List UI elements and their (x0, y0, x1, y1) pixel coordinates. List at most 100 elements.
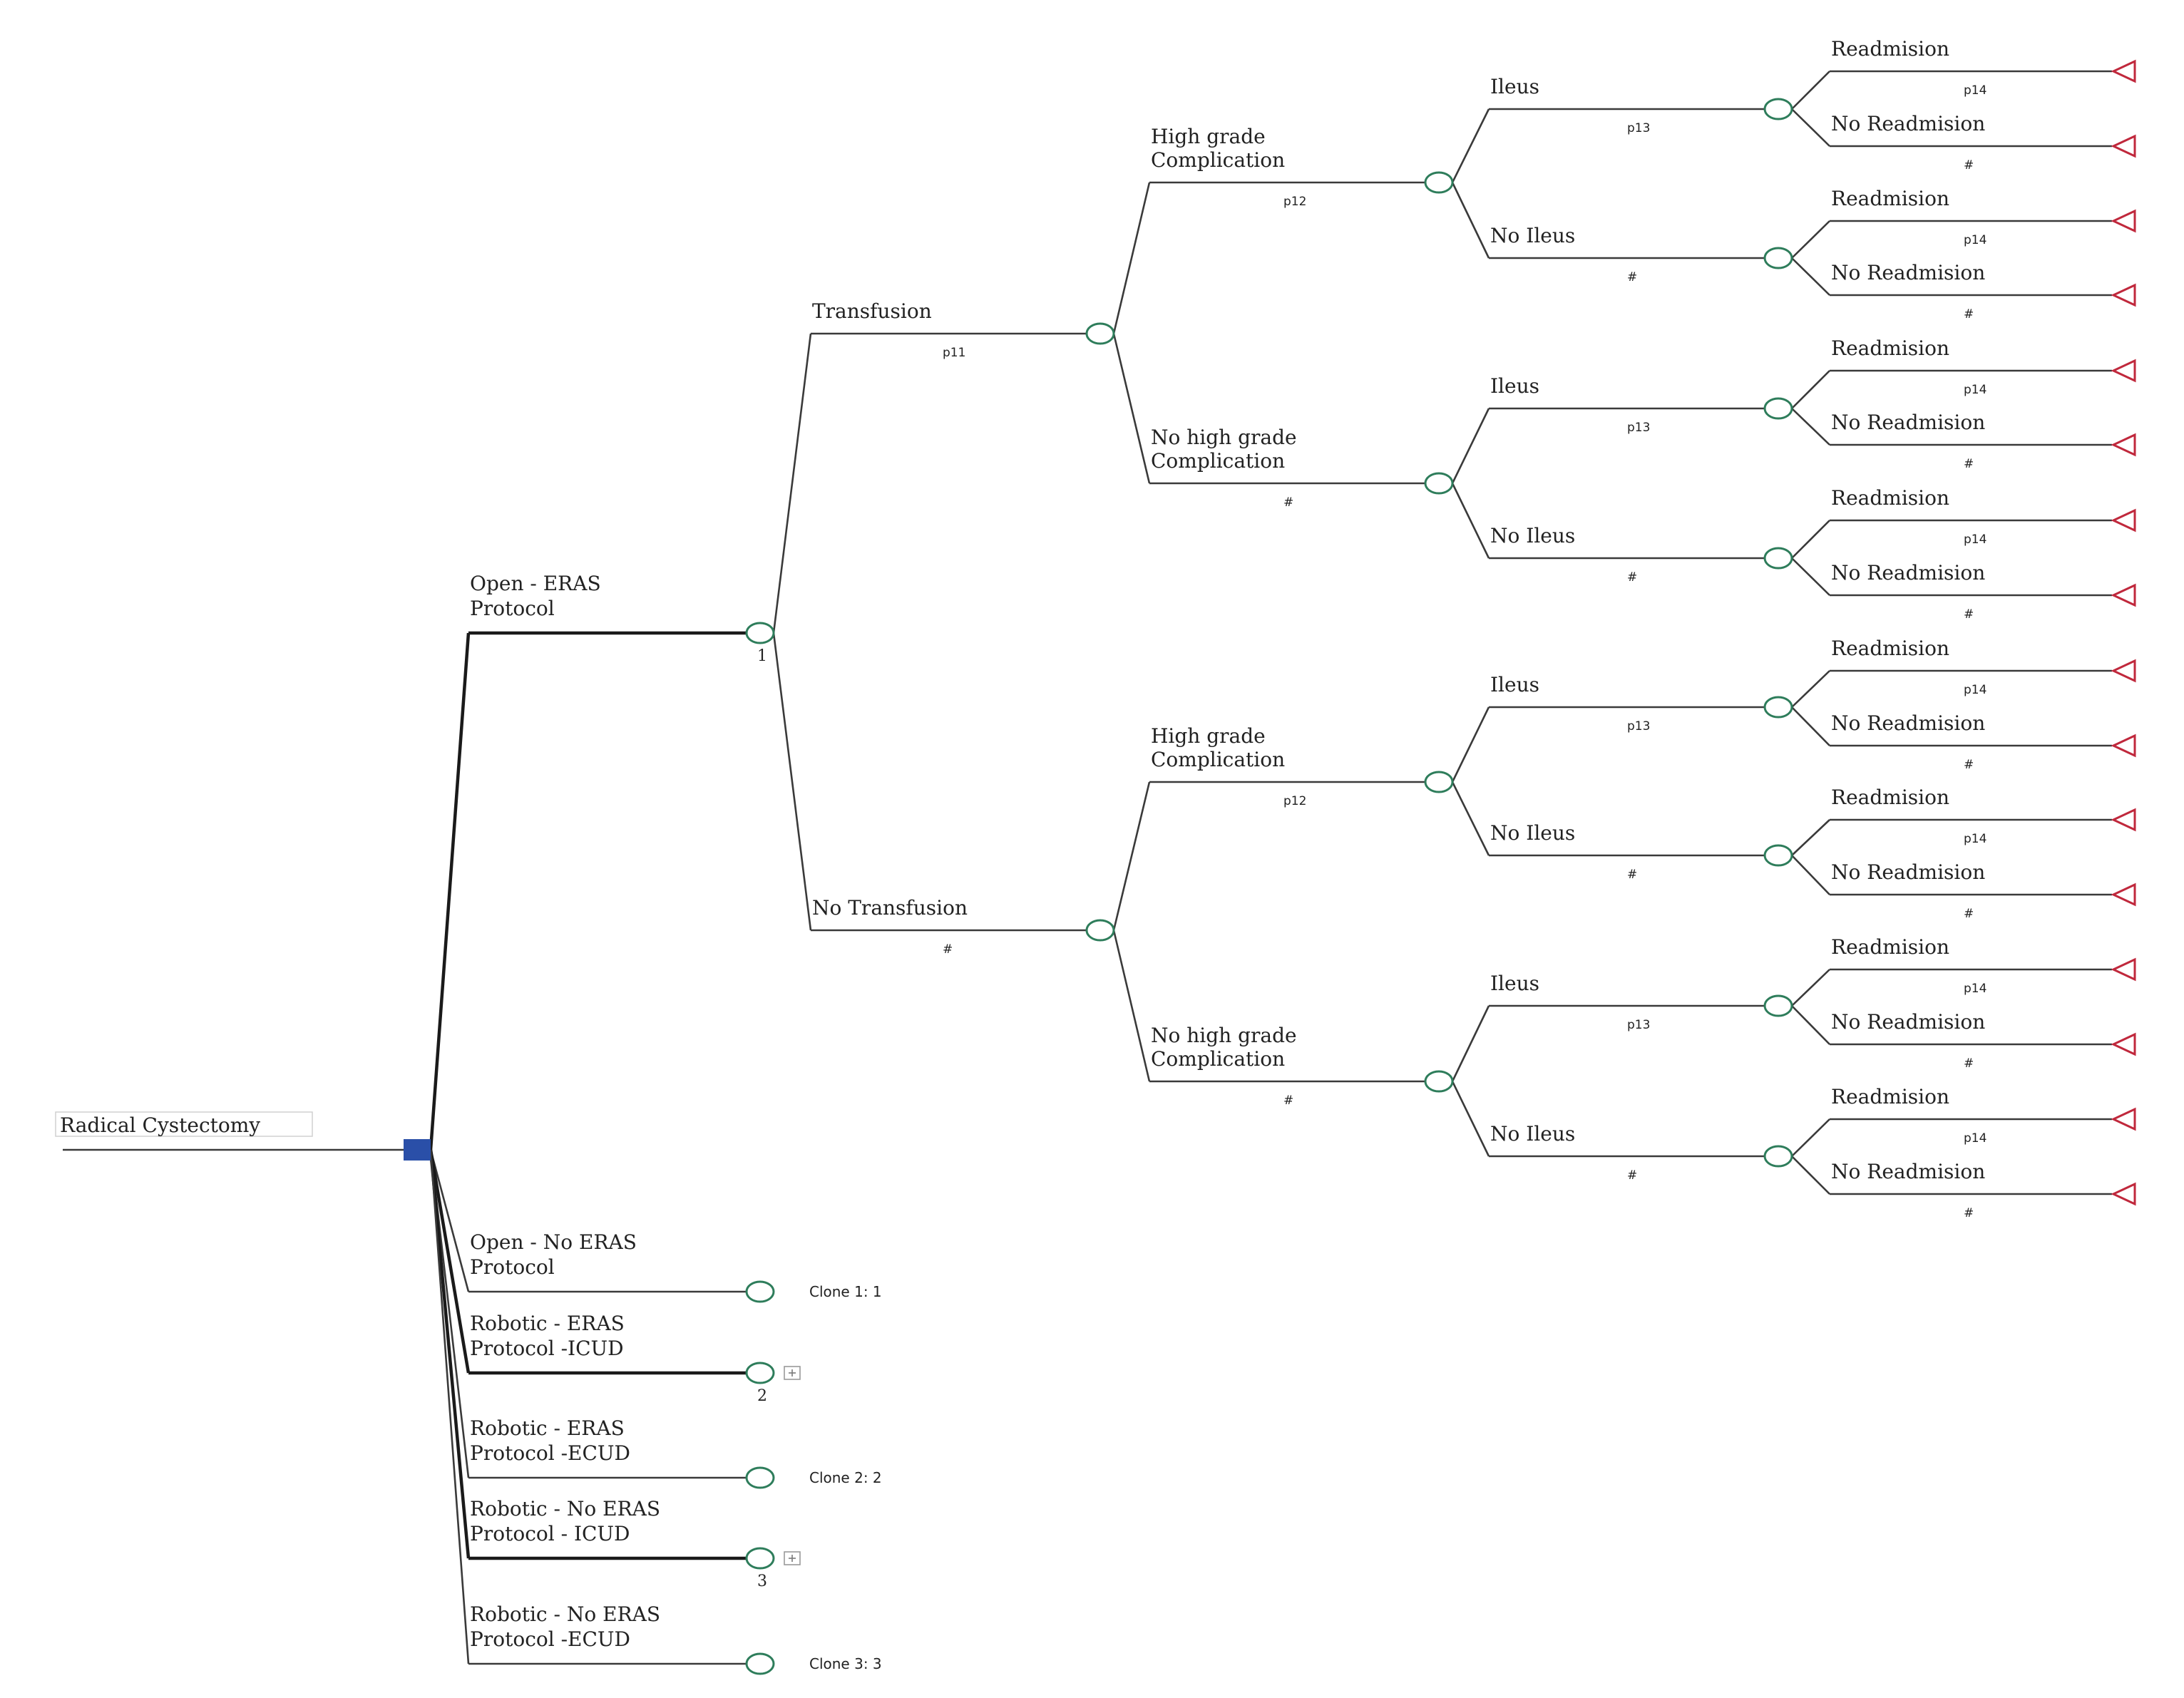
l4-label-1101: No Readmision (1831, 1010, 1985, 1034)
terminal-node-0000[interactable] (2111, 59, 2136, 83)
l3-chance-node-011[interactable] (1763, 547, 1793, 570)
l4-label-0011: No Readmision (1831, 261, 1985, 284)
strategy-label-4-line1: Robotic - ERAS (470, 1416, 625, 1440)
terminal-node-1001[interactable] (2111, 734, 2136, 758)
tree-nodes (404, 59, 2136, 1675)
l4-branch-0011-diagonal (1791, 257, 1830, 296)
l3-label-000: Ileus (1490, 75, 1539, 98)
l1-chance-node-1[interactable] (1085, 919, 1115, 942)
terminal-node-0111[interactable] (2111, 583, 2136, 607)
l4-label-1100: Readmision (1831, 935, 1949, 959)
l2-chance-node-00[interactable] (1424, 171, 1454, 194)
strategy-chance-node-1[interactable] (745, 622, 775, 644)
l3-prob-101: # (1627, 868, 1637, 882)
terminal-node-0101[interactable] (2111, 433, 2136, 457)
strategy-branch-6-diagonal (429, 1149, 470, 1664)
l3-prob-100: p13 (1627, 719, 1650, 734)
l3-branch-011-diagonal (1451, 483, 1490, 559)
l2-prob-10: p12 (1283, 794, 1306, 808)
root-label: Radical Cystectomy (60, 1113, 260, 1137)
l4-branch-1010-diagonal (1791, 819, 1830, 856)
l2-prob-00: p12 (1283, 195, 1306, 209)
l1-label-1: No Transfusion (812, 896, 968, 920)
l3-chance-node-000[interactable] (1763, 98, 1793, 120)
l3-branch-111-diagonal (1451, 1081, 1490, 1157)
l3-chance-node-111[interactable] (1763, 1145, 1793, 1168)
l2-label-10-line2: Complication (1151, 748, 1285, 771)
l3-branch-000-diagonal (1451, 108, 1490, 183)
terminal-node-1110[interactable] (2111, 1107, 2136, 1131)
strategy-label-1-line2: Protocol (470, 597, 555, 620)
terminal-node-0011[interactable] (2111, 283, 2136, 307)
l3-chance-node-100[interactable] (1763, 696, 1793, 719)
l4-prob-0010: p14 (1964, 233, 1986, 247)
l2-chance-node-01[interactable] (1424, 472, 1454, 495)
strategy-chance-node-4[interactable] (745, 1466, 775, 1489)
l2-label-11-line2: Complication (1151, 1047, 1285, 1071)
l4-label-1000: Readmision (1831, 637, 1949, 660)
strategy-label-1-line1: Open - ERAS (470, 572, 601, 595)
terminal-node-1011[interactable] (2111, 883, 2136, 907)
strategy-chance-node-6[interactable] (745, 1652, 775, 1675)
terminal-node-1010[interactable] (2111, 808, 2136, 832)
l4-branch-1001-diagonal (1791, 706, 1830, 746)
terminal-node-0010[interactable] (2111, 209, 2136, 233)
root-label-box[interactable] (55, 1111, 313, 1137)
decision-node[interactable] (404, 1139, 431, 1161)
l4-label-1111: No Readmision (1831, 1160, 1985, 1183)
l3-branch-001-diagonal (1451, 182, 1490, 259)
l1-branch-1-diagonal (772, 632, 812, 931)
terminal-node-1000[interactable] (2111, 659, 2136, 683)
l4-label-0100: Readmision (1831, 336, 1949, 360)
l2-chance-node-11[interactable] (1424, 1070, 1454, 1093)
terminal-node-1101[interactable] (2111, 1032, 2136, 1056)
strategy-chance-node-2[interactable] (745, 1280, 775, 1303)
l3-chance-node-001[interactable] (1763, 247, 1793, 269)
l3-chance-node-110[interactable] (1763, 994, 1793, 1017)
terminal-node-1111[interactable] (2111, 1182, 2136, 1206)
strategy-chance-node-5[interactable] (745, 1547, 775, 1570)
l3-label-101: No Ileus (1490, 821, 1575, 845)
l2-chance-node-10[interactable] (1424, 771, 1454, 793)
l4-prob-1000: p14 (1964, 683, 1986, 697)
l4-label-0001: No Readmision (1831, 112, 1985, 135)
strategy-branch-5-diagonal (429, 1149, 471, 1559)
l2-label-00-line1: High grade (1151, 125, 1266, 148)
l4-branch-0111-diagonal (1791, 557, 1830, 596)
l3-chance-node-101[interactable] (1763, 844, 1793, 867)
l3-prob-000: p13 (1627, 121, 1650, 135)
l3-chance-node-010[interactable] (1763, 397, 1793, 420)
l3-branch-100-diagonal (1451, 706, 1490, 783)
l2-branch-00-diagonal (1112, 182, 1151, 334)
l3-label-011: No Ileus (1490, 524, 1575, 547)
terminal-node-0001[interactable] (2111, 134, 2136, 158)
l4-branch-0010-diagonal (1791, 220, 1830, 259)
l2-branch-01-diagonal (1112, 333, 1151, 484)
l2-branch-10-diagonal (1112, 781, 1151, 931)
l3-branch-101-diagonal (1451, 781, 1490, 856)
terminal-node-0110[interactable] (2111, 508, 2136, 532)
tree-edges (55, 70, 2112, 1665)
strategy-label-4-line2: Protocol -ECUD (470, 1441, 630, 1465)
l2-label-01-line1: No high grade (1151, 426, 1297, 449)
l4-prob-1101: # (1964, 1056, 1974, 1071)
terminal-node-1100[interactable] (2111, 957, 2136, 982)
l4-prob-0001: # (1964, 158, 1974, 173)
strategy-branch-2-diagonal (429, 1149, 470, 1292)
terminal-node-0100[interactable] (2111, 359, 2136, 383)
strategy-label-5-line2: Protocol - ICUD (470, 1522, 630, 1545)
l4-branch-1011-diagonal (1791, 855, 1830, 895)
strategy-number-3: 2 (757, 1387, 767, 1405)
l2-label-11-line1: No high grade (1151, 1024, 1297, 1047)
strategy-label-3-line1: Robotic - ERAS (470, 1312, 625, 1335)
strategy-label-6-line1: Robotic - No ERAS (470, 1602, 660, 1626)
strategy-chance-node-3[interactable] (745, 1362, 775, 1384)
l4-prob-1100: p14 (1964, 982, 1986, 996)
l3-prob-111: # (1627, 1168, 1637, 1183)
l4-branch-1110-diagonal (1791, 1118, 1830, 1157)
l3-label-010: Ileus (1490, 374, 1539, 398)
l1-chance-node-0[interactable] (1085, 322, 1115, 345)
l2-branch-11-diagonal (1112, 930, 1151, 1082)
l3-label-001: No Ileus (1490, 224, 1575, 247)
